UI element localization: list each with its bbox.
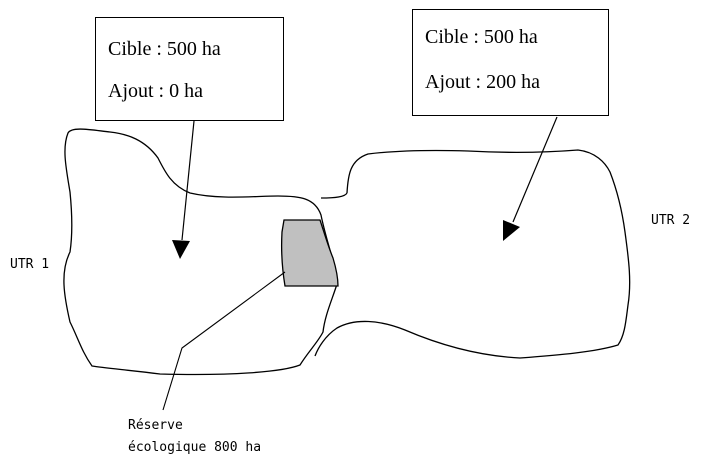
right-target-cible: Cible : 500 ha <box>425 26 538 48</box>
left-target-cible: Cible : 500 ha <box>108 38 221 60</box>
right-target-arrow-line <box>512 116 558 223</box>
right-target-arrowhead <box>503 220 520 241</box>
reserve-area <box>280 219 339 287</box>
reserve-leader-line <box>162 271 286 411</box>
utr2-connector <box>320 192 348 199</box>
right-target-box: Cible : 500 ha Ajout : 200 ha <box>412 9 609 116</box>
left-target-arrow-line <box>181 120 195 241</box>
left-target-box: Cible : 500 ha Ajout : 0 ha <box>95 17 284 121</box>
reserve-label-line1: Réserve <box>128 418 183 433</box>
right-target-ajout: Ajout : 200 ha <box>425 71 540 93</box>
utr1-label: UTR 1 <box>10 257 50 272</box>
utr1-region-outline <box>63 128 338 376</box>
utr2-region-outline <box>314 149 631 359</box>
utr2-label: UTR 2 <box>651 213 691 228</box>
reserve-label-line2: écologique 800 ha <box>128 440 262 455</box>
left-target-ajout: Ajout : 0 ha <box>108 80 203 102</box>
left-target-arrowhead <box>172 240 190 259</box>
